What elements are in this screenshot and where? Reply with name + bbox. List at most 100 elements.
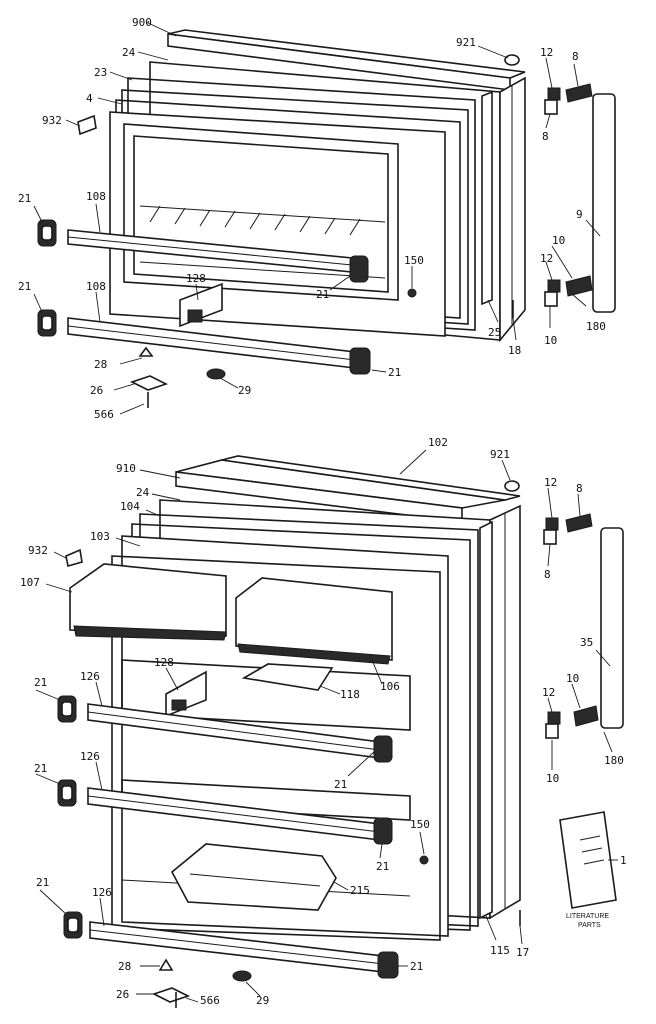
lower-part-26 — [151, 987, 191, 1003]
label-18: 18 — [508, 344, 521, 357]
upper-part-26 — [129, 375, 169, 391]
label-21: 21 — [18, 280, 31, 293]
lower-trim-102 — [221, 455, 521, 501]
lower-plug-921 — [504, 480, 520, 492]
label-8: 8 — [572, 50, 579, 63]
upper-part-932 — [77, 114, 97, 136]
lower-bin-215 — [170, 843, 337, 911]
upper-liner-ribs — [139, 205, 386, 279]
lower-leaders — [35, 449, 618, 1003]
lower-part-932 — [65, 548, 83, 568]
label-180: 180 — [586, 320, 606, 333]
label-35: 35 — [580, 636, 593, 649]
label-10: 10 — [566, 672, 579, 685]
label-29: 29 — [256, 994, 269, 1007]
lower-hinge-8a — [565, 513, 593, 533]
label-118: 118 — [340, 688, 360, 701]
lower-part-28 — [158, 958, 174, 971]
lower-bin-106 — [235, 577, 393, 661]
lower-hinge-12a — [545, 517, 559, 531]
upper-hinge-8b — [544, 99, 558, 115]
lower-handle-35 — [600, 527, 624, 729]
lower-door-assembly: 102 910 921 24 104 103 932 107 12 8 8 12… — [20, 436, 627, 1008]
label-104: 104 — [120, 500, 140, 513]
label-180: 180 — [604, 754, 624, 767]
upper-part-28 — [138, 346, 154, 357]
label-150: 150 — [404, 254, 424, 267]
label-8: 8 — [542, 130, 549, 143]
upper-hinge-8a — [565, 83, 593, 103]
label-921: 921 — [490, 448, 510, 461]
lower-hinge-10b — [545, 723, 559, 739]
lower-part-29 — [232, 970, 252, 982]
label-115: 115 — [490, 944, 510, 957]
label-108: 108 — [86, 280, 106, 293]
label-24: 24 — [122, 46, 136, 59]
label-215: 215 — [350, 884, 370, 897]
label-108: 108 — [86, 190, 106, 203]
label-21: 21 — [18, 192, 31, 205]
label-126: 126 — [80, 670, 100, 683]
lower-end-cap-21b — [373, 735, 393, 763]
label-150: 150 — [410, 818, 430, 831]
upper-hinge-12b — [547, 279, 561, 293]
upper-strip-25 — [481, 90, 493, 306]
upper-hinge-12a — [547, 87, 561, 101]
label-8: 8 — [544, 568, 551, 581]
label-21: 21 — [34, 676, 47, 689]
upper-hinge-10b — [544, 291, 558, 307]
label-900: 900 — [132, 16, 152, 29]
label-12: 12 — [540, 46, 553, 59]
label-106: 106 — [380, 680, 400, 693]
label-21: 21 — [316, 288, 329, 301]
label-12: 12 — [540, 252, 553, 265]
lower-screw-150 — [419, 855, 429, 865]
label-21: 21 — [36, 876, 49, 889]
lower-bin-107 — [69, 563, 227, 637]
label-25: 25 — [488, 326, 501, 339]
label-126: 126 — [92, 886, 112, 899]
label-10: 10 — [552, 234, 565, 247]
label-9: 9 — [576, 208, 583, 221]
label-107: 107 — [20, 576, 40, 589]
label-10: 10 — [546, 772, 559, 785]
label-21: 21 — [376, 860, 389, 873]
label-566: 566 — [94, 408, 114, 421]
lower-end-cap-21d — [373, 817, 393, 845]
label-28: 28 — [94, 358, 107, 371]
label-28: 28 — [118, 960, 131, 973]
lower-strip-115 — [479, 520, 493, 920]
label-921: 921 — [456, 36, 476, 49]
label-8: 8 — [576, 482, 583, 495]
label-12: 12 — [542, 686, 555, 699]
label-128: 128 — [186, 272, 206, 285]
label-21: 21 — [34, 762, 47, 775]
upper-door-assembly: 900 24 23 4 932 921 12 8 8 21 108 21 108… — [18, 16, 616, 421]
label-21: 21 — [334, 778, 347, 791]
upper-part-29 — [206, 368, 226, 380]
label-4: 4 — [86, 92, 93, 105]
lower-hinge-8b — [543, 529, 557, 545]
upper-end-cap-21c — [349, 255, 369, 283]
label-932: 932 — [42, 114, 62, 127]
label-12: 12 — [544, 476, 557, 489]
label-102: 102 — [428, 436, 448, 449]
upper-plug-921 — [504, 54, 520, 66]
label-21: 21 — [410, 960, 423, 973]
label-24: 24 — [136, 486, 150, 499]
label-26: 26 — [116, 988, 129, 1001]
upper-leaders — [33, 21, 601, 415]
label-103: 103 — [90, 530, 110, 543]
upper-end-cap-21d — [349, 347, 371, 375]
literature-parts-booklet — [559, 811, 617, 909]
label-17: 17 — [516, 946, 529, 959]
label-23: 23 — [94, 66, 107, 79]
label-566: 566 — [200, 994, 220, 1007]
label-10: 10 — [544, 334, 557, 347]
literature-label-parts: PARTS — [578, 922, 601, 929]
lower-hinge-10a — [573, 705, 599, 727]
lower-end-cap-21f — [377, 951, 399, 979]
label-1: 1 — [620, 854, 627, 867]
